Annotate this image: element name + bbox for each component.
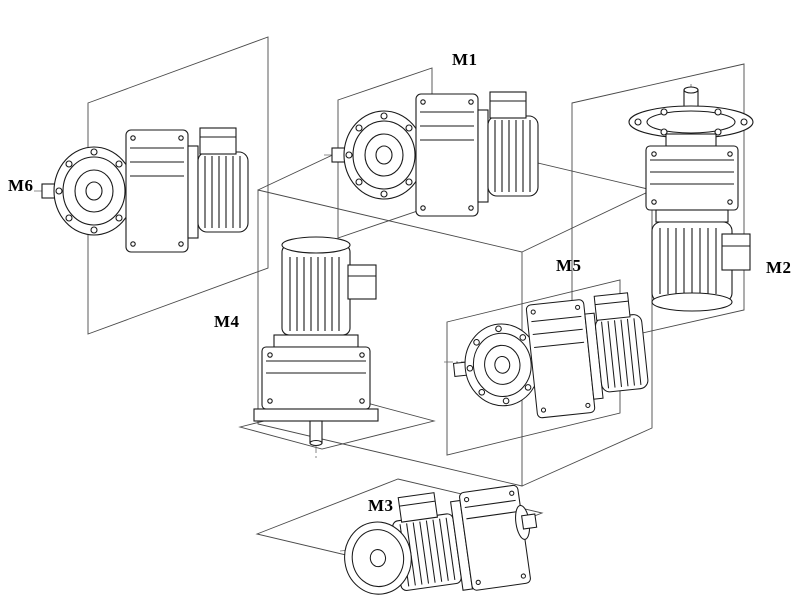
mounting-plane-m5 <box>446 279 621 456</box>
label-m1: M1 <box>452 50 478 69</box>
mounting-plane-m2 <box>571 63 745 350</box>
motor-m1-drawing <box>331 91 539 217</box>
motor-m2-drawing <box>628 86 754 312</box>
label-m4: M4 <box>214 312 240 331</box>
motor-m6-drawing <box>41 127 249 253</box>
mounting-plane-m6 <box>87 36 269 335</box>
label-m3: M3 <box>368 496 394 515</box>
label-m2: M2 <box>766 258 792 277</box>
motor-m4-drawing <box>253 236 379 447</box>
label-m5: M5 <box>556 256 582 275</box>
label-m6: M6 <box>8 176 34 195</box>
